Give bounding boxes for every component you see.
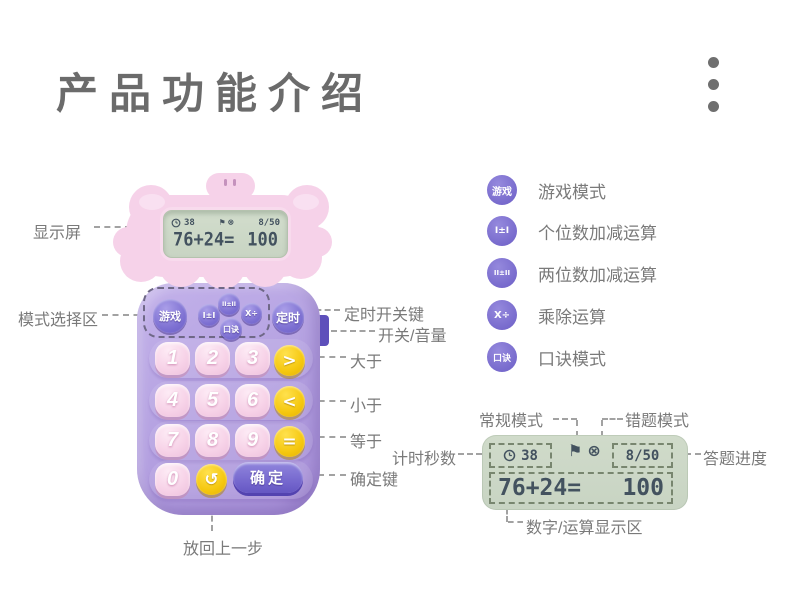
callout-line [553, 418, 577, 420]
result-value: 100 [247, 228, 278, 251]
muldiv-mode-button: X÷ [241, 303, 262, 324]
legend-item: II±II 两位数加减运算 [487, 258, 657, 288]
undo-key: ↺ [196, 464, 227, 495]
callout-less-label: 小于 [350, 398, 383, 415]
lcd-screen: 38 ⚑ ⊗ 8/50 76+24= 100 [163, 210, 288, 258]
callout-mode-area-label: 模式选择区 [18, 312, 99, 329]
kebab-menu-icon[interactable] [708, 57, 720, 115]
wrong-mode-icon: ⊗ [587, 441, 601, 460]
callout-line [308, 436, 346, 438]
key-2: 2 [195, 342, 230, 375]
flag-icon: ⚑ [568, 441, 583, 460]
recite-mode-icon: 口诀 [487, 342, 517, 372]
ones-mode-icon: I±I [487, 216, 517, 246]
callout-equals-label: 等于 [350, 434, 383, 451]
menu-dot [708, 79, 719, 90]
wrong-mode-label: 错题模式 [625, 413, 690, 430]
timer-zone-box: 38 [489, 443, 552, 468]
game-mode-icon: 游戏 [487, 175, 517, 205]
callout-line [675, 453, 701, 455]
confirm-key: 确定 [233, 462, 303, 493]
callout-line [331, 330, 375, 332]
key-7: 7 [155, 424, 190, 457]
clock-icon [503, 449, 516, 462]
game-mode-button: 游戏 [153, 299, 187, 333]
normal-mode-label: 常规模式 [479, 413, 544, 430]
page-title: 产品功能介绍 [56, 70, 375, 117]
flag-icon: ⚑ [219, 217, 226, 228]
timer-seconds-value: 38 [184, 217, 195, 228]
callout-line [506, 501, 508, 522]
callout-line [308, 356, 346, 358]
diagram-progress-value: 8/50 [625, 447, 660, 464]
callout-line [601, 420, 603, 437]
equals-key: = [274, 426, 305, 457]
wrong-mode-icon: ⊗ [228, 217, 234, 228]
key-8: 8 [195, 424, 230, 457]
key-3: 3 [235, 342, 270, 375]
key-9: 9 [235, 424, 270, 457]
timer-seconds-label: 计时秒数 [392, 451, 457, 468]
callout-line [508, 521, 523, 523]
callout-greater-label: 大于 [350, 354, 383, 371]
key-4: 4 [155, 384, 190, 417]
expression-value: 76+24= [173, 228, 235, 251]
muldiv-mode-icon: X÷ [487, 300, 517, 330]
callout-line [602, 418, 623, 420]
recite-mode-button: 口诀 [220, 318, 242, 340]
menu-dot [708, 101, 719, 112]
callout-line [308, 400, 346, 402]
tens-mode-icon: II±II [487, 258, 517, 288]
callout-timer-switch-label: 定时开关键 [344, 307, 425, 324]
diagram-timer-value: 38 [521, 447, 538, 464]
legend-item: 游戏 游戏模式 [487, 175, 606, 205]
callout-line [576, 420, 578, 437]
greater-key: > [274, 345, 305, 376]
tens-mode-button: II±II [218, 293, 240, 315]
number-zone-box: 76+24= 100 [489, 472, 673, 504]
callout-line [458, 453, 482, 455]
progress-zone-box: 8/50 [612, 443, 673, 468]
less-key: < [274, 386, 305, 417]
ones-mode-button: I±I [198, 304, 220, 326]
callout-confirm-label: 确定键 [350, 472, 399, 489]
callout-line [307, 474, 346, 476]
mode-area-outline [143, 287, 270, 338]
callout-power-volume-label: 开关/音量 [378, 328, 447, 345]
diagram-result-value: 100 [622, 475, 664, 501]
timer-button: 定时 [272, 301, 304, 333]
mode-icons-group: ⚑ ⊗ [568, 441, 601, 460]
callout-undo-label: 放回上一步 [183, 541, 264, 558]
callout-line [306, 309, 340, 311]
number-area-label: 数字/运算显示区 [526, 520, 643, 537]
callout-display-label: 显示屏 [33, 225, 82, 242]
key-1: 1 [155, 342, 190, 375]
callout-line [102, 314, 150, 316]
key-6: 6 [235, 384, 270, 417]
answer-progress-label: 答题进度 [703, 451, 768, 468]
speaker-marks-icon [224, 179, 236, 186]
legend-item: I±I 个位数加减运算 [487, 216, 657, 246]
key-5: 5 [195, 384, 230, 417]
key-0: 0 [155, 463, 190, 496]
progress-value: 8/50 [258, 217, 280, 228]
menu-dot [708, 57, 719, 68]
legend-item: X÷ 乘除运算 [487, 300, 606, 330]
clock-icon [171, 218, 181, 227]
diagram-expression-value: 76+24= [498, 475, 582, 501]
legend-item: 口诀 口诀模式 [487, 342, 606, 372]
